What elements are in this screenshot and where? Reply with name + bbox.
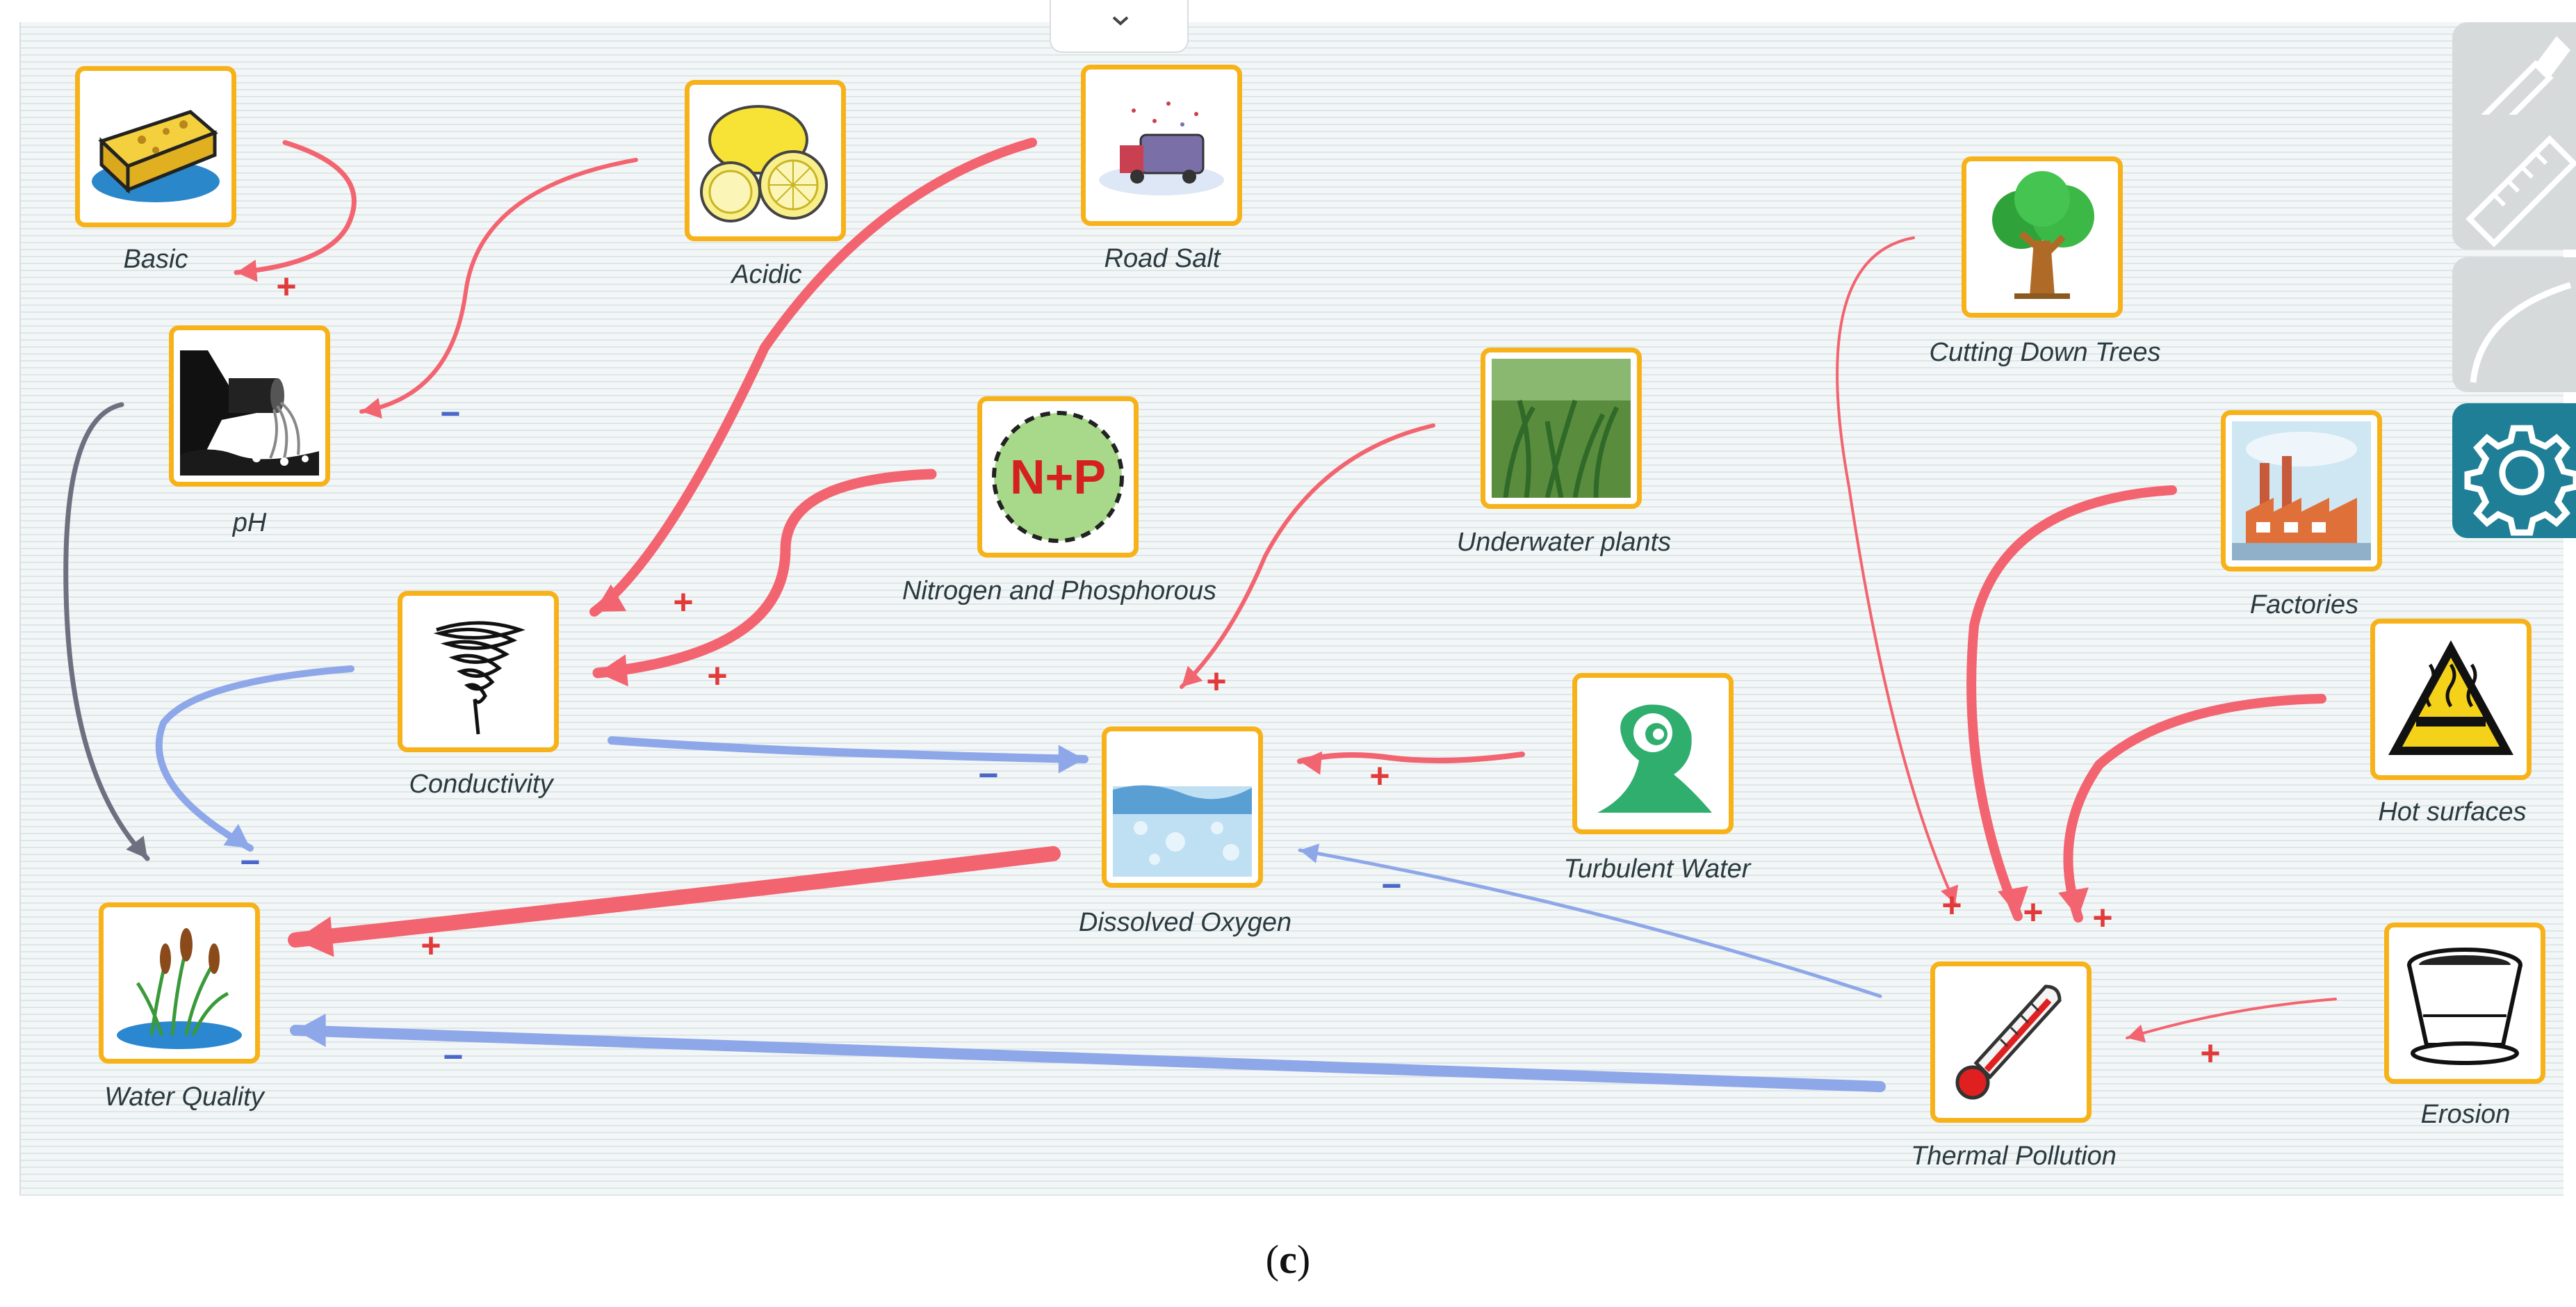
link-sign-factories-thermal: + <box>2023 893 2044 932</box>
tree-icon <box>1992 171 2094 299</box>
label-nitrogen-phosphorous: Nitrogen and Phosphorous <box>902 576 1217 606</box>
tool-ruler[interactable] <box>2452 115 2576 250</box>
node-turbulent-water[interactable] <box>1572 673 1734 834</box>
label-cutting-down-trees: Cutting Down Trees <box>1929 338 2161 367</box>
node-conductivity[interactable] <box>398 591 559 752</box>
figure-caption: (c) <box>1265 1237 1311 1282</box>
label-dissolved-oxygen: Dissolved Oxygen <box>1078 908 1292 937</box>
lemon-icon <box>700 105 828 222</box>
label-underwater-plants: Underwater plants <box>1456 528 1672 557</box>
link-sign-basic-ph: + <box>276 267 297 306</box>
salt-truck-icon <box>1099 102 1224 195</box>
spiral-coil-icon <box>433 621 525 735</box>
link-sign-erosion-thermal: + <box>2200 1034 2221 1073</box>
node-road-salt[interactable] <box>1081 65 1242 226</box>
label-water-quality: Water Quality <box>104 1082 264 1112</box>
link-sign-thermal-quality: − <box>443 1037 464 1076</box>
link-sign-conductivity-oxygen: − <box>978 756 999 795</box>
curve-tool-icon <box>2470 282 2572 383</box>
sponge-icon <box>92 110 220 202</box>
node-hot-surfaces[interactable] <box>2370 619 2532 780</box>
link-sign-nitrogen-conductivity: + <box>707 656 728 695</box>
ruler-icon <box>2465 135 2576 247</box>
label-acidic: Acidic <box>731 260 802 289</box>
node-factories[interactable] <box>2221 410 2382 571</box>
link-sign-acidic-ph: − <box>440 394 461 433</box>
label-factories: Factories <box>2249 590 2359 619</box>
node-dissolved-oxygen[interactable] <box>1102 726 1263 888</box>
link-sign-plants-oxygen: + <box>1206 662 1227 701</box>
link-sign-roadsalt-conductivity: + <box>673 583 694 622</box>
label-road-salt: Road Salt <box>1104 244 1221 273</box>
factory-icon <box>2232 421 2371 560</box>
label-basic: Basic <box>123 245 188 274</box>
link-sign-hot-thermal: + <box>2092 898 2113 937</box>
link-sign-thermal-oxygen: − <box>1381 866 1402 905</box>
tool-curve[interactable] <box>2452 257 2576 392</box>
thermometer-icon <box>1955 984 2062 1100</box>
node-acidic[interactable] <box>685 80 846 241</box>
node-water-quality[interactable] <box>99 902 260 1064</box>
seagrass-icon <box>1492 359 1631 498</box>
np-badge: N+P <box>1010 450 1106 504</box>
label-turbulent-water: Turbulent Water <box>1563 854 1751 884</box>
water-bubbles-icon <box>1113 738 1252 877</box>
label-ph: pH <box>232 508 267 537</box>
chevron-down-icon <box>1112 16 1129 26</box>
cattails-icon <box>117 928 242 1049</box>
node-erosion[interactable] <box>2384 923 2545 1084</box>
collapse-tab[interactable] <box>1050 0 1189 53</box>
node-nitrogen-phosphorous[interactable]: N+P <box>977 396 1139 558</box>
node-cutting-down-trees[interactable] <box>1962 156 2123 318</box>
gear-icon <box>2464 425 2576 536</box>
flower-pot-icon <box>2407 948 2522 1065</box>
label-thermal-pollution: Thermal Pollution <box>1911 1142 2117 1171</box>
label-erosion: Erosion <box>2420 1100 2511 1129</box>
label-hot-surfaces: Hot surfaces <box>2378 797 2527 827</box>
node-basic[interactable] <box>75 66 236 227</box>
link-sign-turbulent-oxygen: + <box>1369 756 1390 795</box>
hot-surface-warning-icon <box>2388 640 2513 755</box>
discharge-pipe-icon <box>180 336 319 476</box>
wave-icon <box>1597 704 1712 813</box>
link-sign-conductivity-quality: − <box>240 843 261 882</box>
nitrogen-phosphorus-icon: N+P <box>992 411 1124 543</box>
tool-settings[interactable] <box>2452 403 2576 538</box>
label-conductivity: Conductivity <box>409 770 553 799</box>
node-ph[interactable] <box>169 325 330 487</box>
link-sign-trees-thermal: + <box>1941 886 1962 925</box>
node-thermal-pollution[interactable] <box>1930 961 2092 1123</box>
link-sign-oxygen-quality: + <box>421 926 441 965</box>
node-underwater-plants[interactable] <box>1481 348 1642 509</box>
